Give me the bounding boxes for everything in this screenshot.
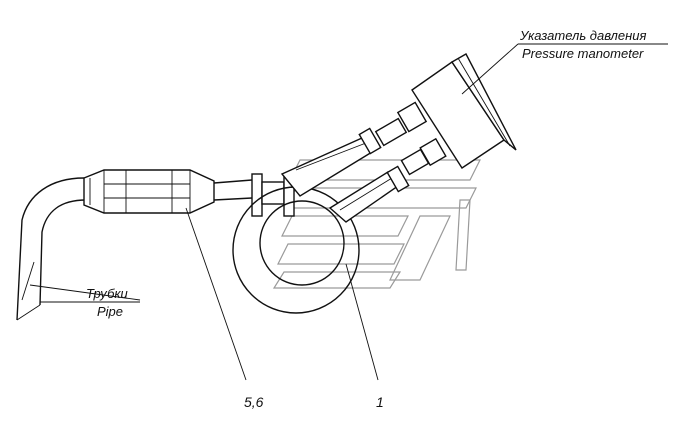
leader-lines <box>29 43 668 381</box>
bent-pipe <box>16 177 87 321</box>
pressure-gauge-label-en: Pressure manometer <box>522 46 644 61</box>
callout-1: 1 <box>376 394 384 410</box>
pipes-label-ru: Трубки <box>86 286 128 301</box>
lower-tube <box>328 137 447 223</box>
pipes-label-en: Pipe <box>97 304 124 319</box>
pressure-gauge-label-ru: Указатель давления <box>520 28 647 43</box>
callout-5-6: 5,6 <box>244 394 264 410</box>
filter-valve-body <box>83 169 215 214</box>
upper-tube <box>280 101 428 197</box>
connector-tube <box>213 173 295 217</box>
pressure-manometer <box>411 53 517 169</box>
